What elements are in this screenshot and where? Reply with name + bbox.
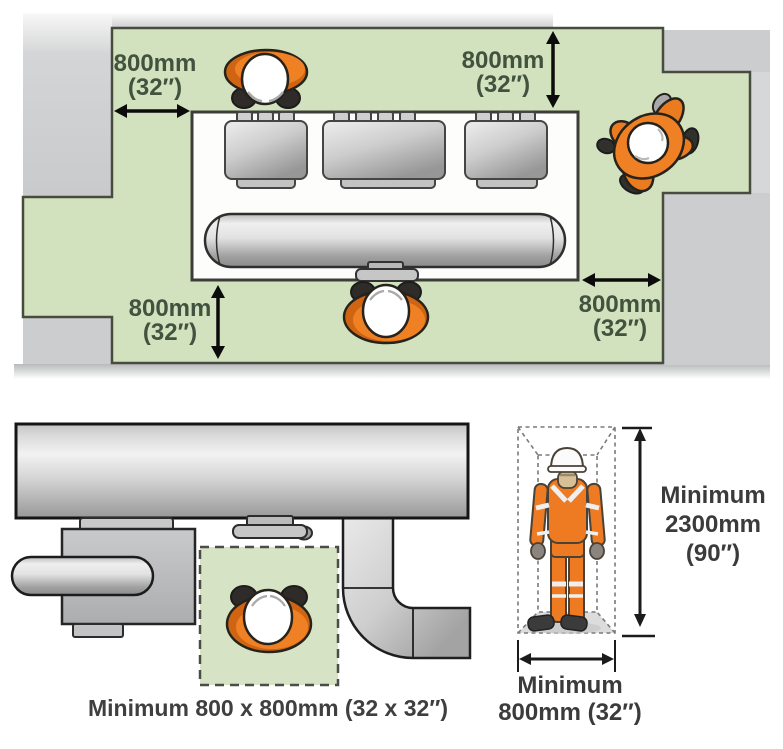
machine-2 [322, 111, 446, 189]
dim-label-top-left: 800mm (32″) [75, 52, 235, 100]
height-dimension [622, 426, 655, 638]
worker-top-view-top-icon [223, 48, 309, 109]
height-label-line2: 2300mm [664, 511, 762, 538]
dim-value: 800mm [113, 50, 197, 77]
dim-value: 800mm [128, 295, 212, 322]
detail-view-diagram [10, 422, 472, 687]
height-label-line1: Minimum [660, 482, 766, 509]
width-dimension [517, 640, 616, 672]
dim-label-top-right: 800mm (32″) [423, 49, 583, 97]
machine-3 [464, 111, 548, 189]
dim-label-bottom-right: 800mm (32″) [540, 293, 700, 341]
dim-value: 800mm [461, 47, 545, 74]
elbow-pipe [341, 516, 472, 660]
pad-flange [355, 261, 419, 282]
width-label-line1: Minimum [517, 672, 623, 699]
wall-right-strip [750, 72, 770, 193]
top-shadow-band [23, 12, 553, 28]
bottom-shadow-band [14, 364, 770, 379]
height-clearance-label: Minimum 2300mm (90″) [652, 481, 774, 568]
valve-flange [232, 515, 313, 541]
height-label-line3: (90″) [685, 540, 741, 567]
machine-row [224, 111, 548, 189]
clearance-view-diagram [517, 426, 655, 672]
plan-view-diagram [14, 12, 770, 379]
pump-box-foot [72, 623, 124, 638]
storage-cylinder [203, 212, 567, 269]
dim-arrow-bottom-right [582, 273, 661, 287]
dim-inches: (32″) [592, 315, 648, 342]
width-label-line2: 800mm (32″) [498, 699, 642, 726]
dim-arrow-bottom-left [211, 285, 225, 359]
dim-inches: (32″) [127, 74, 183, 101]
dim-arrow-top-left [114, 104, 190, 118]
wall-bottom-right [663, 193, 770, 365]
machine-1 [224, 111, 308, 189]
dim-label-bottom-left: 800mm (32″) [90, 297, 250, 345]
dim-inches: (32″) [142, 319, 198, 346]
dim-inches: (32″) [475, 71, 531, 98]
main-pipe [14, 422, 470, 520]
wall-bottom-left [23, 317, 112, 364]
dim-arrow-top-right [546, 31, 560, 108]
dimension-arrows [114, 31, 661, 359]
branch-pipe [10, 555, 155, 597]
detail-view-caption: Minimum 800 x 800mm (32 x 32″) [87, 695, 448, 721]
wall-top-right [663, 30, 770, 72]
wall-blocks [23, 14, 770, 365]
worker-walking-icon [596, 92, 700, 195]
dim-value: 800mm [578, 291, 662, 318]
wall-top-left [23, 14, 112, 197]
worker-standing-icon [527, 446, 606, 634]
worker-top-view-bottom-icon [342, 281, 430, 345]
width-clearance-label: Minimum 800mm (32″) [480, 672, 660, 726]
worker-top-view-detail-icon [225, 585, 313, 654]
